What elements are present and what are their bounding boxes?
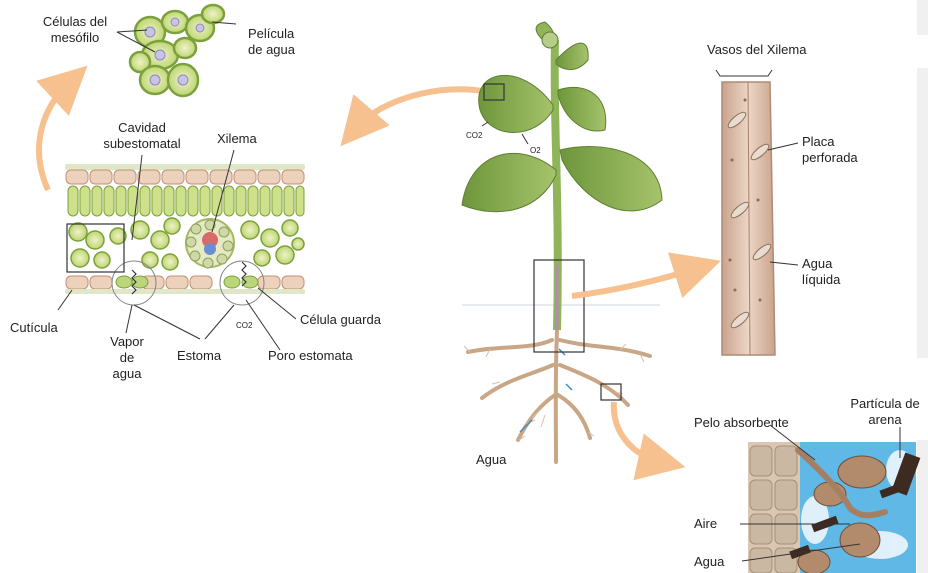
label-co2-plant: CO2 [466,128,482,144]
arrow-to-soil [614,402,662,462]
mesophyll-cells-closeup [117,5,236,96]
label-cuticula: Cutícula [10,320,58,336]
label-estoma: Estoma [177,348,221,364]
arrow-to-xylem [572,268,698,296]
xylem-vessel-closeup [716,70,798,355]
plant-illustration [462,22,662,462]
label-agua-root: Agua [476,452,506,468]
soil-root-hair-closeup [740,425,920,573]
arrow-to-leaf-section [356,89,488,128]
label-vasos-xilema: Vasos del Xilema [707,42,806,58]
label-co2-leaf: CO2 [236,318,252,334]
leaf-cross-section [58,150,305,350]
label-aire: Aire [694,516,717,532]
label-xilema: Xilema [217,131,257,147]
label-pelo-absorbente: Pelo absorbente [694,415,789,431]
label-agua-soil: Agua [694,554,724,570]
label-o2-plant: O2 [530,143,541,159]
label-poro-estomata: Poro estomata [268,348,353,364]
arrow-to-mesophyll [39,82,70,190]
label-celula-guarda: Célula guarda [300,312,381,328]
